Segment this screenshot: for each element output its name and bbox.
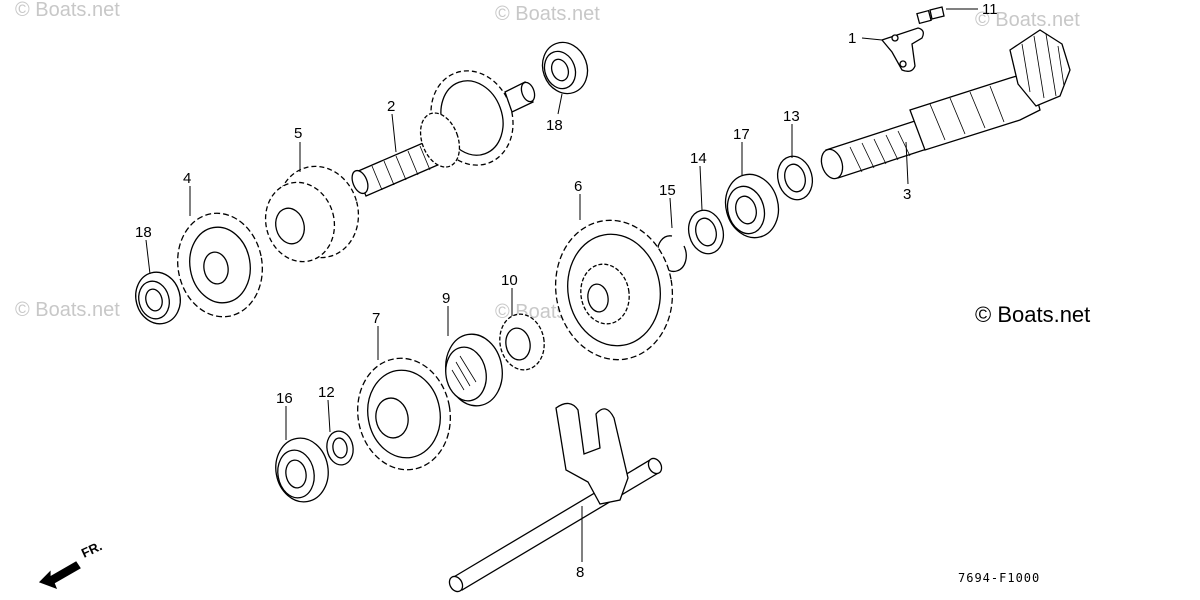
part-6-gear[interactable] [545,211,684,369]
part-10-gear[interactable] [495,311,548,374]
watermark: © Boats.net [975,9,1080,31]
callout-18: 18 [546,117,563,134]
part-1-plate[interactable] [880,27,924,72]
front-label: FR. [79,538,104,560]
callout-17: 17 [733,126,750,143]
leader-lines [145,8,978,562]
watermark: © Boats.net [15,299,120,321]
part-5-gear[interactable] [257,157,369,269]
callout-13: 13 [783,108,800,125]
watermark: © Boats.net [495,3,600,25]
callout-4: 4 [183,170,191,187]
callout-1: 1 [848,30,856,47]
part-16-bearing[interactable] [271,434,333,506]
callout-11: 11 [982,1,998,18]
callout-7: 7 [372,310,380,327]
callout-12: 12 [318,384,335,401]
part-17-bearing[interactable] [719,168,786,243]
callout-14: 14 [690,150,707,167]
part-18-bearing[interactable] [130,267,186,329]
callout-5: 5 [294,125,302,142]
part-13-washer[interactable] [773,152,817,203]
part-11-bolt[interactable] [916,6,945,25]
callout-2: 2 [387,98,395,115]
part-12-washer[interactable] [324,429,356,467]
part-18-bearing[interactable] [535,36,594,100]
drawing-code: 7694-F1000 [958,571,1040,585]
part-4-gear[interactable] [170,206,271,323]
callout-18: 18 [135,224,152,241]
front-arrow-icon [38,561,81,590]
watermark: © Boats.net [15,0,120,21]
callout-3: 3 [903,186,911,203]
callout-16: 16 [276,390,293,407]
callout-15: 15 [659,182,676,199]
callout-10: 10 [501,272,518,289]
part-2-countershaft[interactable] [349,59,537,197]
copyright-label: © Boats.net [975,302,1090,327]
callout-8: 8 [576,564,584,581]
part-14-washer[interactable] [684,206,728,257]
callout-9: 9 [442,290,450,307]
callout-6: 6 [574,178,582,195]
part-8-shift-fork[interactable] [447,402,664,593]
part-7-gear[interactable] [349,351,459,477]
part-3-shaft[interactable] [818,29,1071,181]
part-9-collar[interactable] [440,330,508,411]
